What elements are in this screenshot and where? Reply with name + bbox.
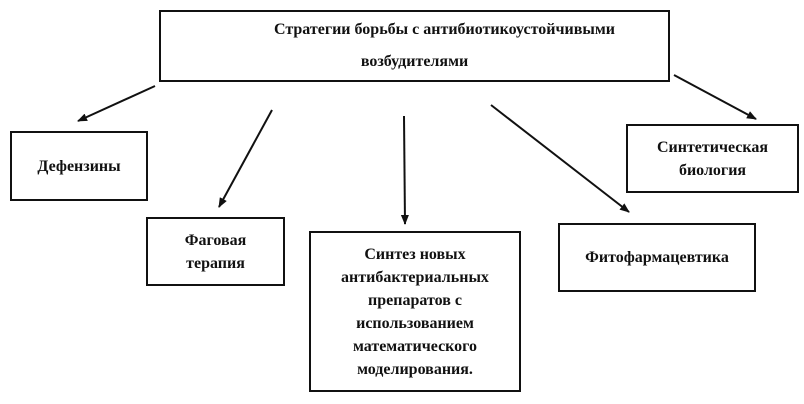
node-phage-therapy: Фаговая терапия	[146, 217, 285, 286]
node-label: Дефензины	[37, 157, 121, 175]
node-label: математического	[352, 337, 478, 355]
node-label: антибактериальных	[341, 268, 489, 286]
node-label: препаратов с	[368, 291, 462, 309]
arrow-to-synbio	[673, 74, 757, 120]
node-new-antibacterial-synthesis: Синтез новых антибактериальных препарато…	[309, 231, 521, 392]
title-box: Стратегии борьбы с антибиотикоустойчивым…	[159, 10, 670, 82]
node-defensins: Дефензины	[10, 131, 148, 201]
title-line-2: возбудителями	[360, 53, 469, 70]
node-label: Синтез новых	[364, 245, 466, 263]
arrow-to-synthesis	[400, 115, 409, 225]
arrow-to-defensins	[77, 85, 156, 122]
node-phytopharmaceutics: Фитофармацевтика	[558, 223, 756, 292]
node-label: биология	[678, 161, 747, 179]
node-label: терапия	[186, 254, 245, 272]
node-label: моделирования.	[357, 360, 473, 378]
title-line-1: Стратегии борьбы с антибиотикоустойчивым…	[273, 21, 616, 38]
node-label: Синтетическая	[656, 138, 769, 156]
arrow-to-phage	[218, 109, 273, 208]
node-label: Фаговая	[184, 231, 247, 249]
node-synthetic-biology: Синтетическая биология	[626, 124, 799, 193]
arrow-to-phyto	[490, 104, 630, 213]
node-label: использованием	[356, 314, 474, 332]
node-label: Фитофармацевтика	[585, 249, 729, 266]
